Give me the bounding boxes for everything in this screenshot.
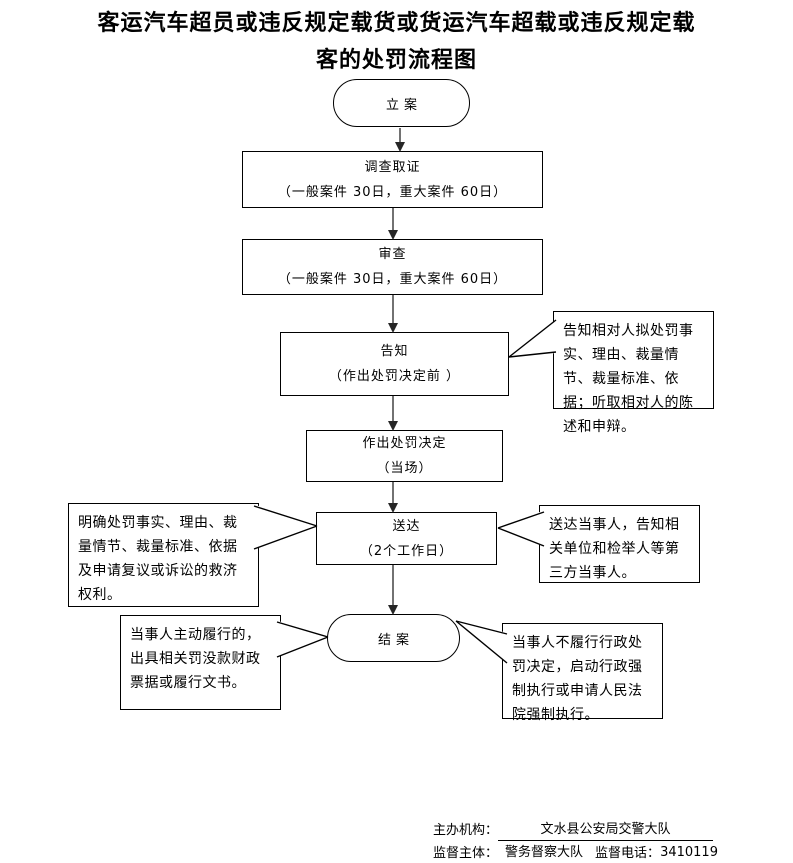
node-start: 立案 <box>333 79 470 127</box>
arrow-decision-to-deliver <box>388 482 398 513</box>
page-title: 客运汽车超员或违反规定载货或货运汽车超载或违反规定载 客的处罚流程图 <box>0 5 793 79</box>
arrow-review-to-notify <box>388 295 398 333</box>
arrow-investigate-to-review <box>388 208 398 240</box>
footer-supervisor-row: 监督主体：警务督察大队监督电话：3410119 <box>433 842 718 863</box>
node-deliver-duration: （2个工作日） <box>359 543 454 559</box>
callout-deliver-left: 明确处罚事实、理由、裁量情节、裁量标准、依据及申请复议或诉讼的救济权利。 <box>68 503 259 607</box>
supervisor-label: 监督主体： <box>433 846 499 861</box>
org-value: 文水县公安局交警大队 <box>498 819 714 841</box>
callout-notify-right: 告知相对人拟处罚事实、理由、裁量情节、裁量标准、依据；听取相对人的陈述和申辩。 <box>553 311 714 435</box>
node-decision-mode: （当场） <box>376 461 433 476</box>
wedge-deliver-right <box>497 510 545 547</box>
org-label: 主办机构： <box>433 823 499 838</box>
node-review-duration: （一般案件 30日，重大案件 60日） <box>277 272 508 287</box>
footer-org-row: 主办机构：文水县公安局交警大队 <box>433 819 718 842</box>
node-deliver: 送达 （2个工作日） <box>316 512 497 565</box>
phone-label: 监督电话： <box>595 846 661 861</box>
node-close-label: 结案 <box>377 632 414 648</box>
node-notify-timing: （作出处罚决定前 ） <box>328 369 461 384</box>
callout-deliver-left-text: 明确处罚事实、理由、裁量情节、裁量标准、依据及申请复议或诉讼的救济权利。 <box>78 515 238 603</box>
callout-close-right: 当事人不履行行政处罚决定，启动行政强制执行或申请人民法院强制执行。 <box>502 623 663 723</box>
arrow-start-to-investigate <box>395 128 405 152</box>
node-decision-title: 作出处罚决定 <box>362 436 447 451</box>
arrow-notify-to-decision <box>388 396 398 431</box>
footer: 主办机构：文水县公安局交警大队 监督主体：警务督察大队监督电话：3410119 <box>433 819 718 863</box>
node-review: 审查 （一般案件 30日，重大案件 60日） <box>242 239 543 295</box>
callout-close-left-text: 当事人主动履行的，出具相关罚没款财政票据或履行文书。 <box>130 627 261 691</box>
phone-value: 3410119 <box>660 842 718 863</box>
node-start-label: 立案 <box>385 97 422 113</box>
page-title-line2: 客的处罚流程图 <box>315 48 477 73</box>
node-deliver-title: 送达 <box>392 518 421 534</box>
callout-close-left: 当事人主动履行的，出具相关罚没款财政票据或履行文书。 <box>120 615 281 710</box>
node-decision: 作出处罚决定 （当场） <box>306 430 503 482</box>
wedge-deliver-left <box>253 504 318 550</box>
node-notify: 告知 （作出处罚决定前 ） <box>280 332 509 396</box>
callout-close-right-text: 当事人不履行行政处罚决定，启动行政强制执行或申请人民法院强制执行。 <box>512 635 643 723</box>
page-title-line1: 客运汽车超员或违反规定载货或货运汽车超载或违反规定载 <box>97 11 696 36</box>
callout-notify-right-text: 告知相对人拟处罚事实、理由、裁量情节、裁量标准、依据；听取相对人的陈述和申辩。 <box>563 323 694 435</box>
node-investigate-duration: （一般案件 30日，重大案件 60日） <box>277 184 508 200</box>
wedge-close-right <box>455 620 508 664</box>
callout-deliver-right-text: 送达当事人，告知相关单位和检举人等第三方当事人。 <box>549 517 680 581</box>
node-notify-title: 告知 <box>380 344 409 359</box>
supervisor-value: 警务督察大队 <box>498 842 590 863</box>
wedge-close-left <box>275 620 329 658</box>
node-close: 结案 <box>327 614 460 662</box>
callout-deliver-right: 送达当事人，告知相关单位和检举人等第三方当事人。 <box>539 505 700 583</box>
wedge-notify-right <box>508 319 557 358</box>
node-investigate-title: 调查取证 <box>364 159 421 175</box>
node-review-title: 审查 <box>378 247 407 262</box>
arrow-deliver-to-close <box>388 565 398 615</box>
node-investigate: 调查取证 （一般案件 30日，重大案件 60日） <box>242 151 543 208</box>
